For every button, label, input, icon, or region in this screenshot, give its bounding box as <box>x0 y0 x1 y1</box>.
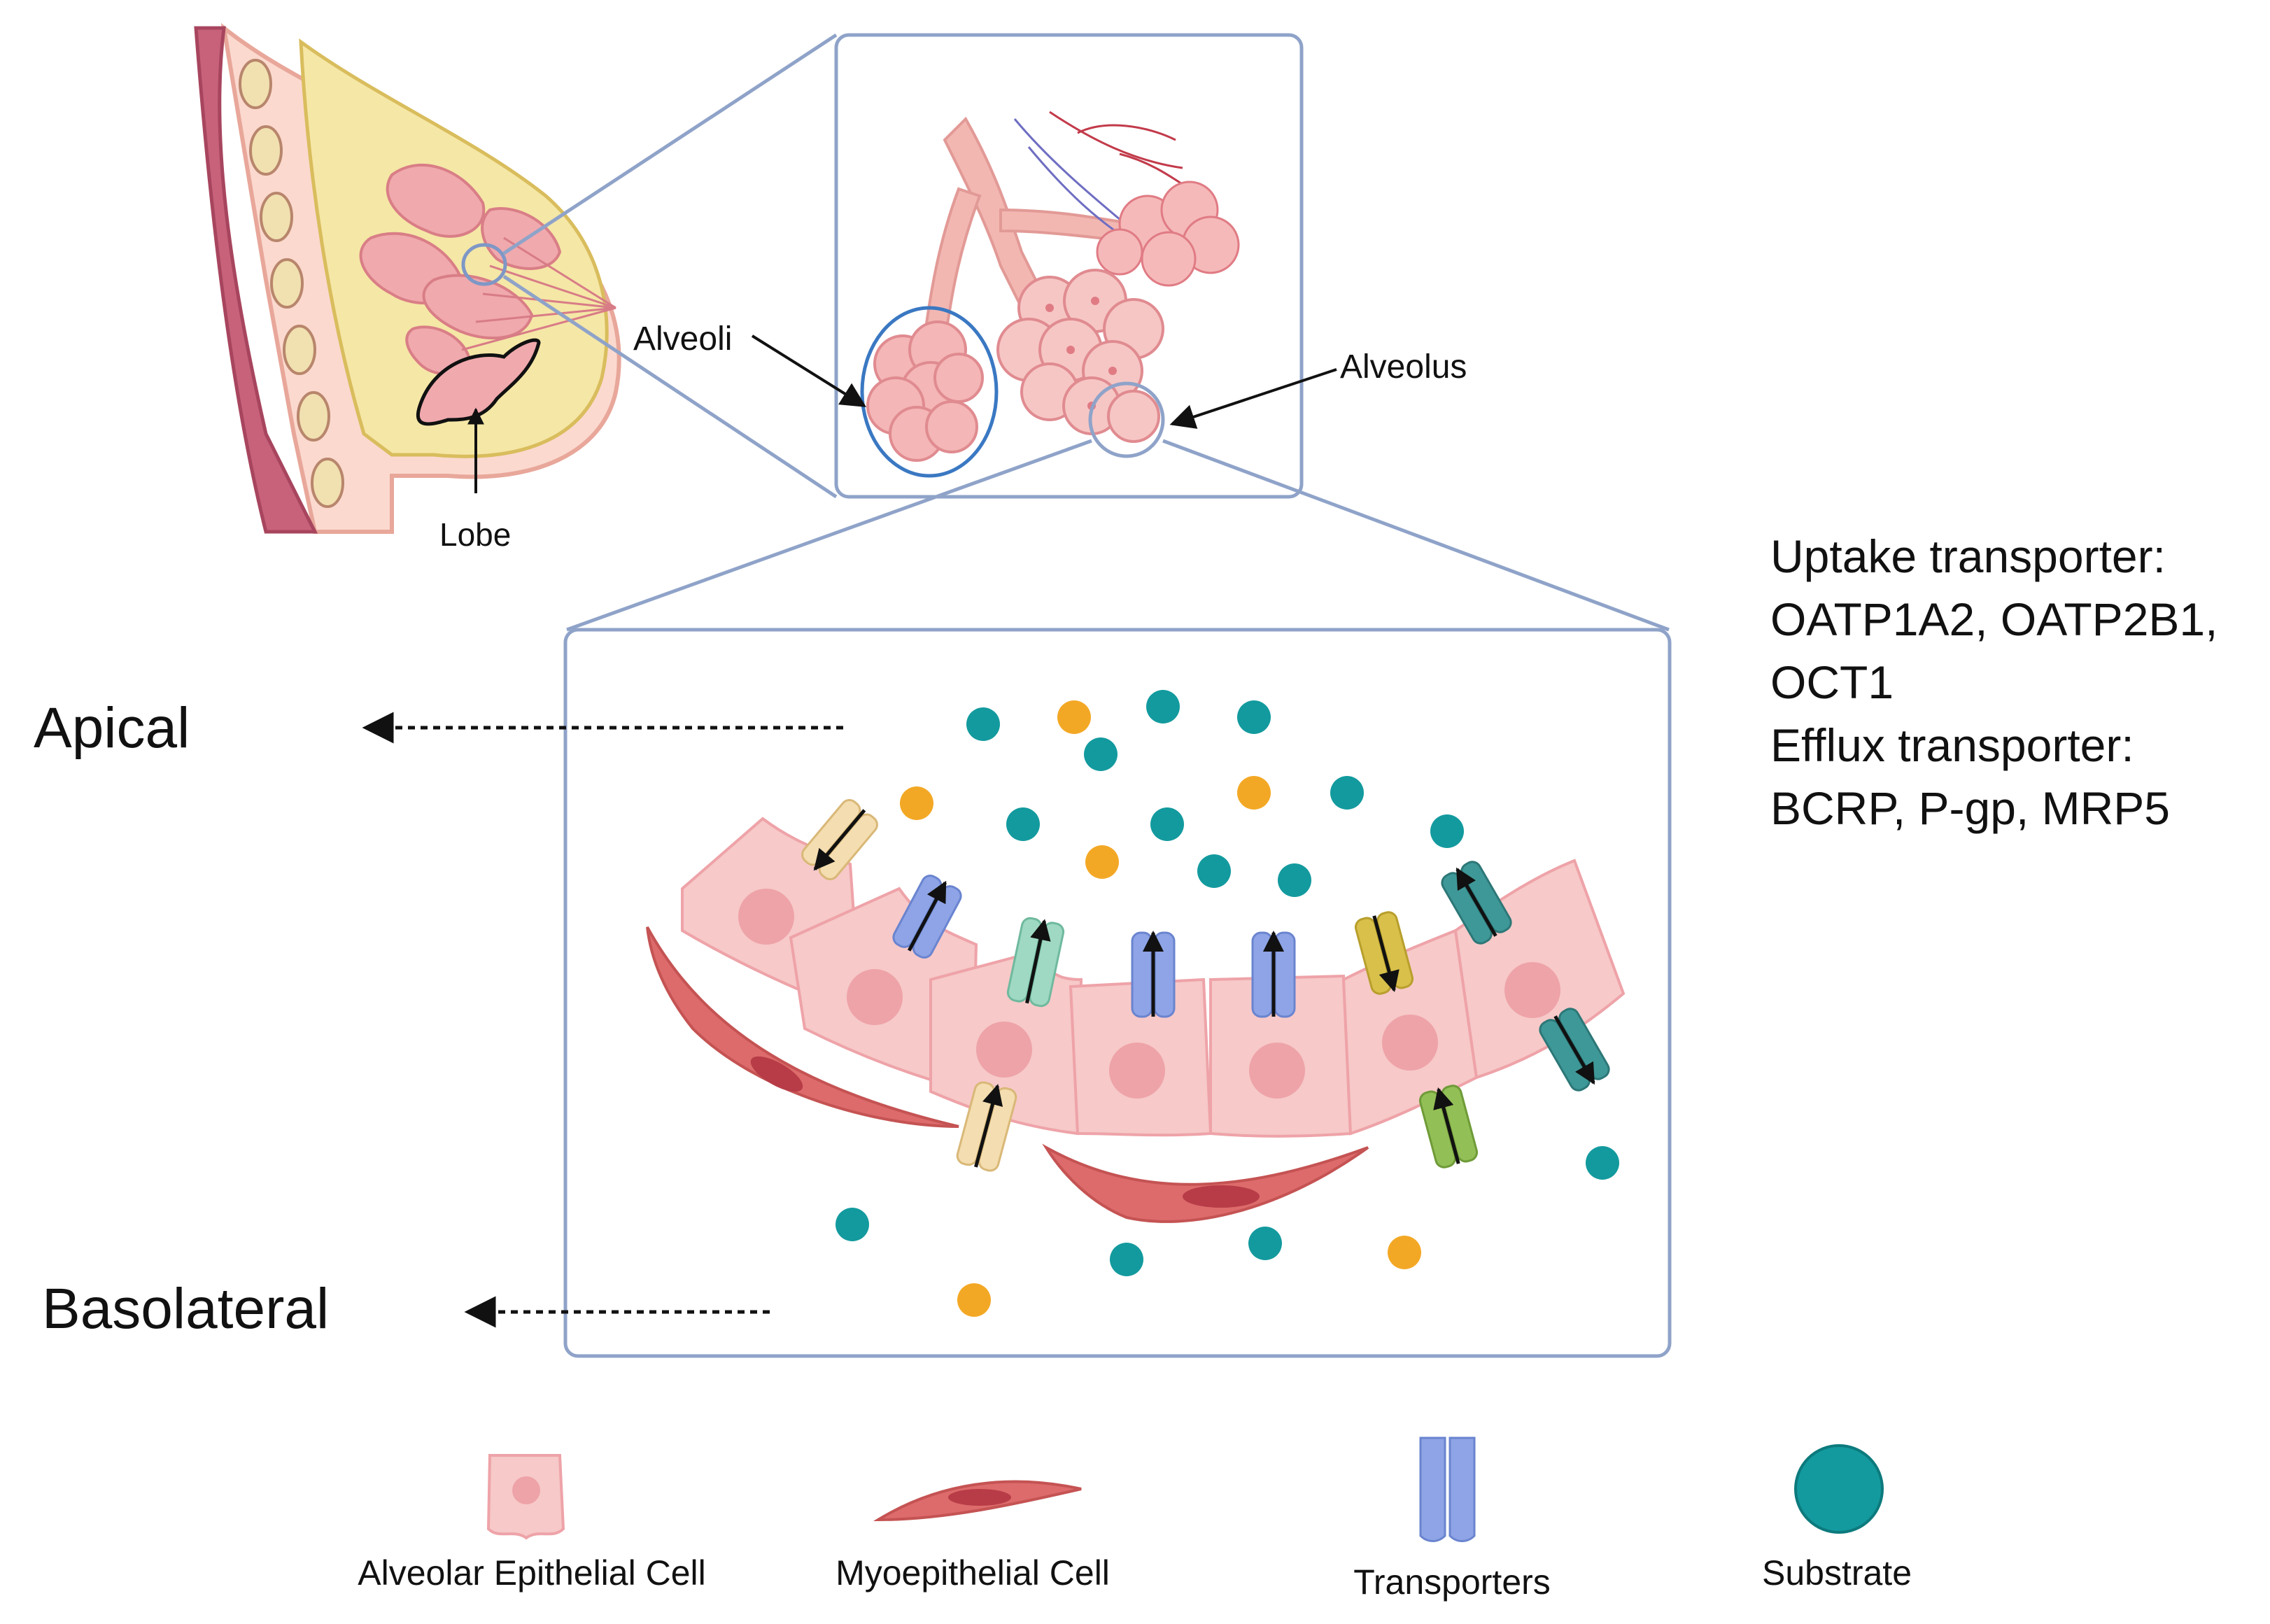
epithelial-nuclei <box>738 889 1560 1099</box>
legend-epithelial-label: Alveolar Epithelial Cell <box>358 1553 705 1593</box>
transporter-cream-bottom <box>956 1081 1017 1172</box>
transporter-blue-3 <box>1251 931 1296 1018</box>
alveoli-cluster <box>866 320 984 462</box>
basolateral-label: Basolateral <box>42 1277 329 1341</box>
transporter-blue-2 <box>1131 931 1176 1018</box>
legend: Alveolar Epithelial Cell Myoepithelial C… <box>358 1436 1912 1602</box>
uptake-line-1: OATP1A2, OATP2B1, <box>1770 593 2218 645</box>
transporter-teal-top <box>1441 861 1512 945</box>
alveolus-highlight <box>1088 381 1165 458</box>
lobe-label: Lobe <box>439 516 511 553</box>
legend-epithelial-icon <box>486 1454 565 1540</box>
apical-label: Apical <box>34 696 190 760</box>
transporter-yellow <box>1354 911 1414 995</box>
uptake-heading: Uptake transporter: <box>1770 530 2166 582</box>
transporter-teal-side <box>1539 1008 1610 1092</box>
transporter-info: Uptake transporter: OATP1A2, OATP2B1, OC… <box>1770 530 2218 834</box>
alveolus-label: Alveolus <box>1340 348 1467 386</box>
muscle-fat-lobules <box>239 59 344 508</box>
breast-illustration: Lobe <box>194 22 621 553</box>
zoom-circle-breast <box>461 243 507 286</box>
legend-myoepithelial-icon <box>873 1480 1082 1522</box>
legend-substrate-icon <box>1794 1444 1884 1534</box>
transport-panel <box>563 628 1672 1358</box>
transporters <box>801 798 1610 1172</box>
alveoli-label: Alveoli <box>633 320 732 358</box>
efflux-heading: Efflux transporter: <box>1770 719 2134 771</box>
substrates-apical <box>900 690 1464 897</box>
transporter-blue-1 <box>892 875 962 959</box>
transporter-green <box>1418 1085 1479 1168</box>
legend-transporter-icon <box>1419 1436 1476 1542</box>
transporter-mint <box>1006 917 1065 1008</box>
myoepithelial-cells <box>646 926 1369 1223</box>
duct-tree <box>922 116 1135 344</box>
legend-substrate-label: Substrate <box>1762 1553 1912 1593</box>
zoom-lines-top <box>502 33 838 499</box>
efflux-line-1: BCRP, P-gp, MRP5 <box>1770 782 2170 834</box>
alveoli-panel <box>834 33 1304 499</box>
capillary-cluster <box>1096 181 1240 287</box>
substrates-basolateral <box>836 1146 1619 1317</box>
transporter-cream-top <box>801 798 878 881</box>
lobe-outline <box>416 338 541 426</box>
uptake-line-2: OCT1 <box>1770 656 1894 708</box>
legend-transporter-label: Transporters <box>1353 1562 1551 1602</box>
zoom-lines-bottom <box>566 439 1670 632</box>
legend-myoepithelial-label: Myoepithelial Cell <box>836 1553 1110 1593</box>
